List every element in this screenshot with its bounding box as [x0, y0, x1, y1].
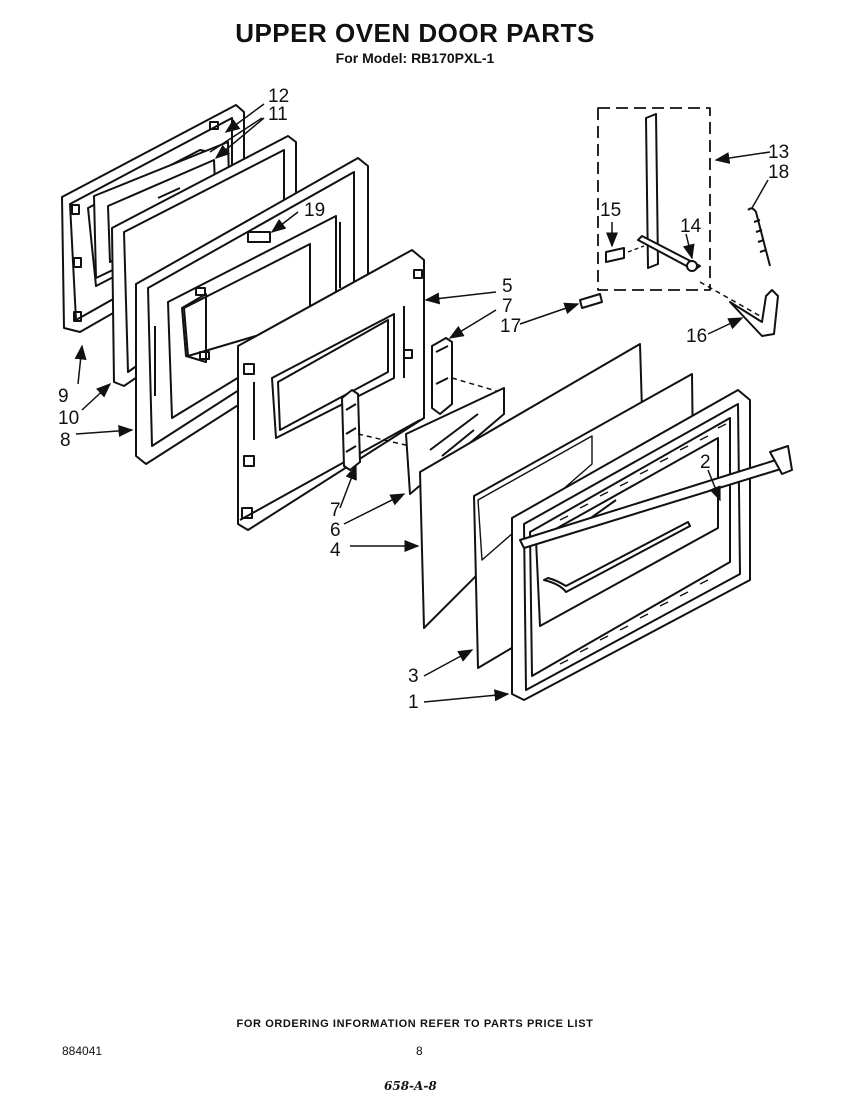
callout-7-lower: 7: [330, 500, 341, 521]
callout-1: 1: [408, 692, 419, 713]
part-7-bracket-right: [431, 337, 453, 415]
part-5-inner-panel: [237, 249, 425, 531]
callout-19: 19: [304, 200, 325, 221]
callout-15: 15: [600, 200, 621, 221]
callout-10: 10: [58, 408, 79, 429]
callout-5: 5: [502, 276, 513, 297]
handwritten-reference: 658-A-8: [384, 1079, 437, 1093]
part-17-hinge-pin: [579, 293, 603, 309]
callout-18: 18: [768, 162, 789, 183]
callout-9: 9: [58, 386, 69, 407]
callout-13: 13: [768, 142, 789, 163]
callout-6: 6: [330, 520, 341, 541]
part-16-hinge-arm: [729, 289, 779, 337]
callout-leader-lines: [74, 103, 771, 703]
callout-16: 16: [686, 326, 707, 347]
ordering-info-note: FOR ORDERING INFORMATION REFER TO PARTS …: [236, 1018, 594, 1030]
callout-11: 11: [268, 104, 288, 125]
hinge-assembly-box: [597, 107, 761, 317]
part-2-door-handle: [519, 445, 793, 549]
page-number: 8: [416, 1044, 423, 1058]
callout-7-upper: 7: [502, 296, 513, 317]
part-7-bracket-left: [341, 389, 361, 471]
callout-12: 12: [268, 86, 289, 107]
callout-3: 3: [408, 666, 419, 687]
callout-17: 17: [500, 316, 521, 337]
callout-4: 4: [330, 540, 341, 561]
model-subtitle: For Model: RB170PXL-1: [335, 50, 495, 66]
part-1-outer-door-frame: [511, 389, 751, 701]
document-number: 884041: [62, 1044, 103, 1058]
page-title: UPPER OVEN DOOR PARTS: [235, 18, 595, 48]
part-18-hinge-spring: [747, 207, 771, 267]
callout-2: 2: [700, 452, 711, 473]
callout-8: 8: [60, 430, 71, 451]
callout-14: 14: [680, 216, 702, 237]
